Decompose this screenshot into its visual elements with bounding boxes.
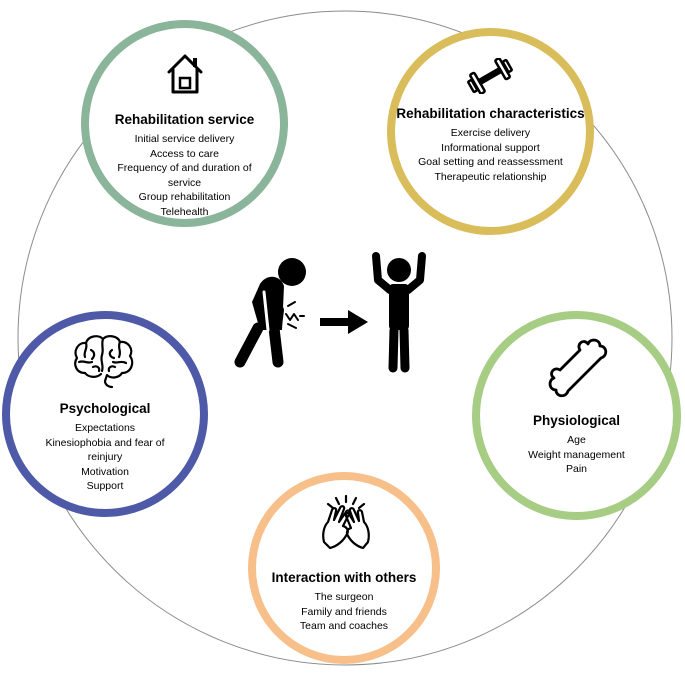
psychological-title: Psychological bbox=[59, 401, 151, 416]
psychological-list: Expectations Kinesiophobia and fear of r… bbox=[29, 421, 181, 494]
list-item: Informational support bbox=[441, 141, 540, 154]
rehabilitation-characteristics-title: Rehabilitation characteristics bbox=[396, 106, 585, 121]
list-item: Frequency of and duration of service bbox=[117, 162, 252, 189]
injured-person-icon bbox=[234, 258, 306, 368]
interaction-with-others-title: Interaction with others bbox=[271, 570, 417, 585]
clapping-hands-icon bbox=[322, 494, 370, 550]
rehabilitation-characteristics-node: Rehabilitation characteristics Exercise … bbox=[387, 28, 594, 235]
list-item: Team and coaches bbox=[299, 620, 389, 632]
list-item: Exercise delivery bbox=[450, 127, 531, 139]
recovered-person-icon bbox=[372, 252, 426, 373]
psychological-node: Psychological Expectations Kinesiophobia… bbox=[2, 311, 208, 517]
physiological-title: Physiological bbox=[532, 413, 621, 428]
interaction-with-others-node: Interaction with others The surgeon Fami… bbox=[248, 472, 440, 664]
list-item: Support bbox=[86, 480, 124, 492]
list-item: Expectations bbox=[74, 422, 136, 434]
rehabilitation-characteristics-list: Exercise delivery Informational support … bbox=[414, 126, 567, 184]
rehabilitation-service-list: Initial service delivery Access to care … bbox=[108, 132, 261, 219]
list-item: Family and friends bbox=[301, 605, 387, 618]
list-item: Motivation bbox=[81, 465, 129, 478]
bone-icon bbox=[548, 338, 608, 398]
interaction-with-others-list: The surgeon Family and friends Team and … bbox=[274, 590, 415, 634]
list-item: Age bbox=[567, 434, 586, 446]
physiological-node: Physiological Age Weight management Pain bbox=[472, 311, 681, 520]
list-item: Weight management bbox=[528, 448, 625, 461]
list-item: Pain bbox=[565, 463, 587, 475]
rehabilitation-service-title: Rehabilitation service bbox=[114, 112, 255, 127]
brain-icon bbox=[74, 335, 134, 389]
list-item: Group rehabilitation bbox=[138, 191, 231, 203]
list-item: Therapeutic relationship bbox=[434, 170, 547, 183]
house-icon bbox=[167, 54, 203, 94]
list-item: Kinesiophobia and fear of reinjury bbox=[45, 436, 165, 464]
dumbbell-icon bbox=[467, 58, 513, 94]
list-item: Access to care bbox=[150, 147, 219, 160]
list-item: Initial service delivery bbox=[134, 133, 235, 145]
rehabilitation-service-node: Rehabilitation service Initial service d… bbox=[81, 20, 288, 227]
recovery-illustration bbox=[234, 252, 426, 373]
list-item: The surgeon bbox=[314, 591, 374, 603]
list-item: Telehealth bbox=[160, 205, 209, 218]
list-item: Goal setting and reassessment bbox=[418, 156, 563, 168]
arrow-right-icon bbox=[320, 310, 368, 334]
physiological-list: Age Weight management Pain bbox=[499, 433, 653, 477]
